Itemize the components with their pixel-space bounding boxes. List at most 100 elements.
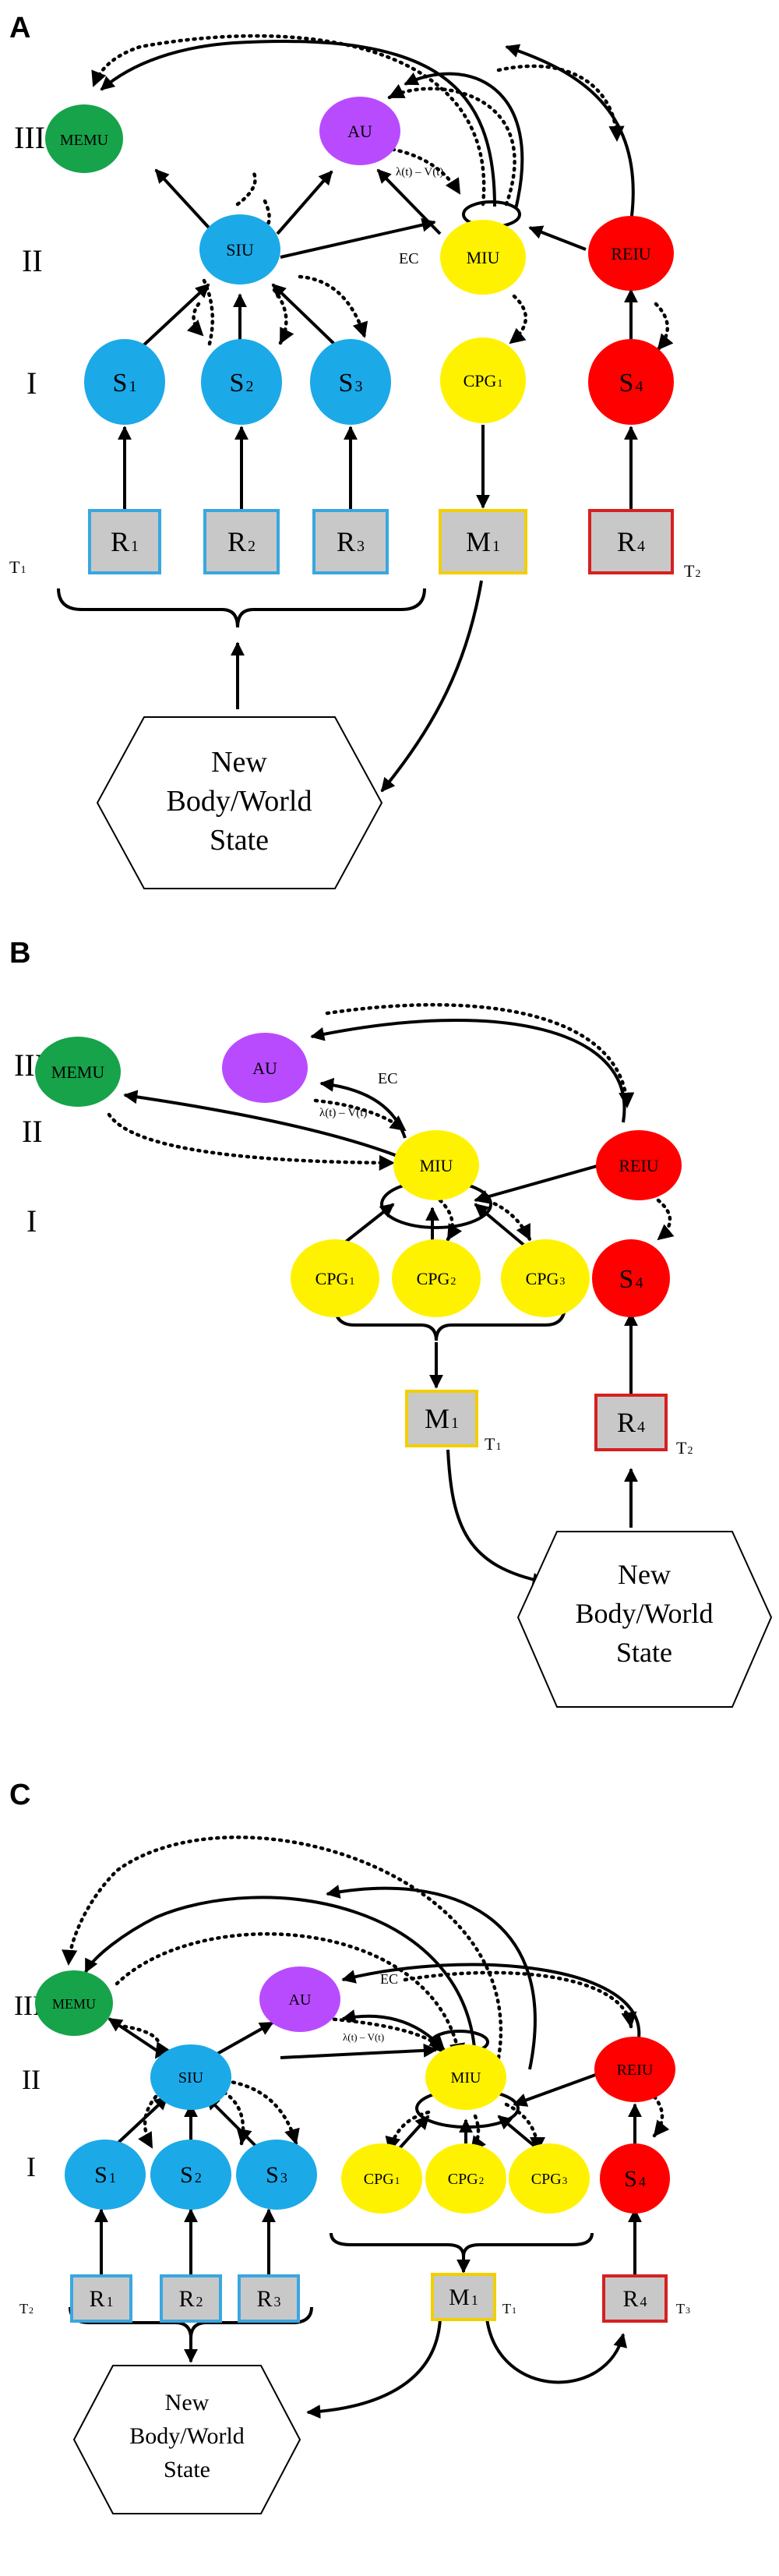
s4-node xyxy=(600,2143,670,2214)
siu-label: SIU xyxy=(226,240,254,260)
panel-a-t-right: T2 xyxy=(684,561,700,581)
panel-c-connections xyxy=(62,1836,670,2419)
au-label: AU xyxy=(347,122,372,141)
panel-b-level-1: I xyxy=(26,1203,37,1239)
miu-label: MIU xyxy=(467,248,500,267)
memu-node xyxy=(35,1037,121,1107)
cpg1-label: CPG1 xyxy=(364,2171,400,2188)
panel-c-ec-label: EC xyxy=(380,1971,398,1987)
reiu-label: REIU xyxy=(611,244,650,263)
m1-box xyxy=(431,2273,496,2321)
r1-box xyxy=(88,509,161,574)
panel-a-state-line-1: New xyxy=(211,746,267,779)
reiu-node xyxy=(588,216,674,291)
s3-node xyxy=(310,339,391,425)
s2-node xyxy=(150,2140,231,2210)
s4-node xyxy=(588,339,674,425)
panel-b-level-2: II xyxy=(22,1114,43,1149)
cpg1-node xyxy=(341,2143,422,2214)
au-label: AU xyxy=(252,1058,277,1078)
cpg3-node xyxy=(509,2143,590,2214)
panel-b-letter: B xyxy=(9,937,30,970)
r4-box xyxy=(602,2274,668,2323)
r1-box xyxy=(70,2274,132,2323)
memu-node xyxy=(45,104,123,173)
m1-box xyxy=(439,509,527,574)
panel-c-level-1: I xyxy=(26,2151,36,2182)
s3-node xyxy=(236,2140,317,2210)
siu-node xyxy=(150,2044,231,2110)
panel-b-ec-label: EC xyxy=(378,1070,398,1087)
au-node xyxy=(319,97,400,165)
au-node xyxy=(222,1033,308,1103)
r3-box xyxy=(312,509,389,574)
panel-c-lambda-label: λ(t) – V(t) xyxy=(343,2031,384,2043)
cpg2-label: CPG2 xyxy=(417,1269,456,1288)
miu-node xyxy=(393,1130,479,1200)
panel-c: C III II I xyxy=(9,1779,690,2514)
cpg1-label: CPG1 xyxy=(464,371,503,390)
reiu-label: REIU xyxy=(617,2062,654,2079)
cpg1-node xyxy=(291,1239,379,1317)
panel-b-t-right: T2 xyxy=(676,1438,693,1458)
cpg3-label: CPG3 xyxy=(526,1269,566,1288)
cpg3-node xyxy=(501,1239,590,1317)
panel-a-level-1: I xyxy=(26,366,37,401)
panel-b-state-line-1: New xyxy=(618,1559,671,1590)
s2-node xyxy=(201,339,282,425)
r2-box xyxy=(203,509,280,574)
panel-a-state-line-3: State xyxy=(210,824,269,857)
cpg2-node xyxy=(425,2143,506,2214)
memu-label: MEMU xyxy=(52,1996,96,2012)
panel-c-t-right: T3 xyxy=(676,2301,690,2316)
reiu-node xyxy=(596,1130,682,1200)
panel-b-state-hexagon xyxy=(516,1531,773,1708)
panel-c-state-line-2: Body/World xyxy=(129,2423,245,2449)
panel-c-state-hexagon xyxy=(72,2365,301,2514)
panel-a-t-left: T1 xyxy=(9,557,26,577)
memu-node xyxy=(35,1970,113,2036)
panel-b-state-line-3: State xyxy=(616,1637,672,1668)
panel-a: A III II I xyxy=(9,12,700,889)
panel-c-t-mid: T1 xyxy=(502,2301,516,2316)
au-label: AU xyxy=(289,1991,312,2009)
s4-node xyxy=(592,1239,670,1317)
cpg3-label: CPG3 xyxy=(531,2171,567,2188)
memu-label: MEMU xyxy=(60,132,109,149)
panel-a-level-3: III xyxy=(14,120,45,155)
panel-c-state-line-3: State xyxy=(164,2457,210,2482)
r4-box xyxy=(588,509,674,574)
miu-label: MIU xyxy=(451,2069,481,2087)
panel-a-lambda-label: λ(t) – V(t) xyxy=(396,166,443,178)
panel-b: B III II I MEMU xyxy=(9,937,773,1708)
panel-a-letter: A xyxy=(9,12,30,44)
panel-c-state-line-1: New xyxy=(165,2390,210,2415)
panel-b-lambda-label: λ(t) – V(t) xyxy=(319,1107,367,1119)
cpg2-label: CPG2 xyxy=(448,2171,484,2188)
panel-c-level-2: II xyxy=(22,2064,41,2095)
memu-label: MEMU xyxy=(51,1062,105,1082)
panel-a-state-line-2: Body/World xyxy=(167,785,312,818)
cpg1-label: CPG1 xyxy=(315,1269,355,1288)
cpg2-node xyxy=(392,1239,481,1317)
m1-box xyxy=(405,1390,478,1447)
panel-b-state-line-2: Body/World xyxy=(575,1598,713,1629)
r3-box xyxy=(238,2274,300,2323)
